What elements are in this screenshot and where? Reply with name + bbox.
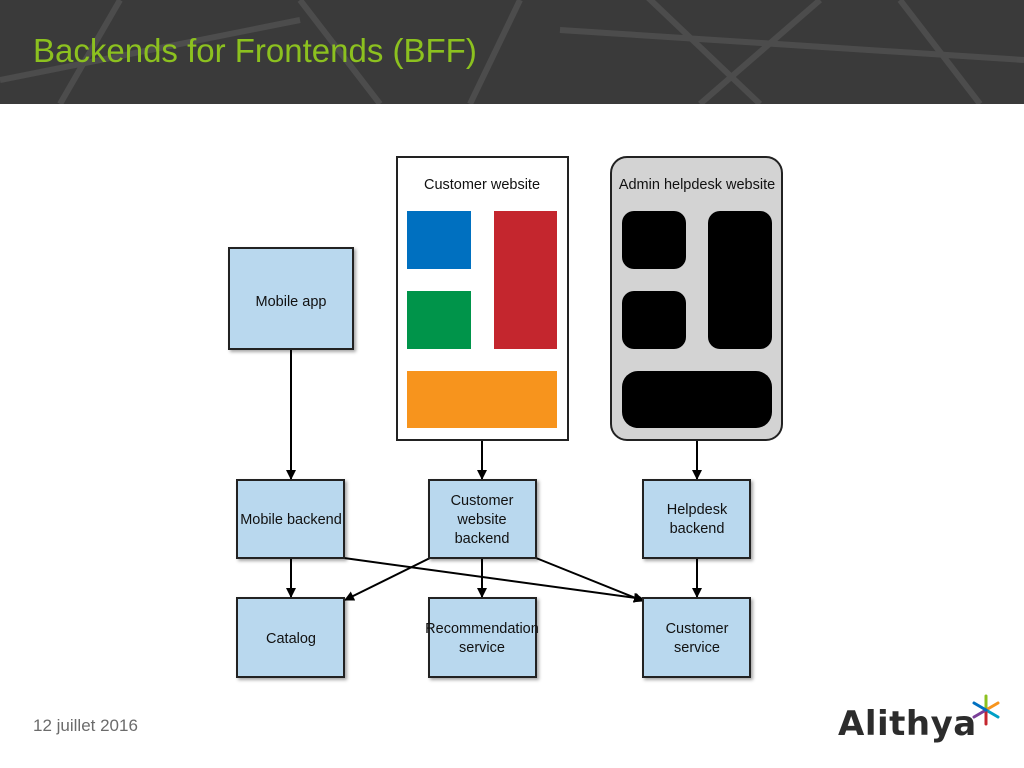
customer-website-label: Customer website bbox=[424, 177, 540, 193]
helpdesk-backend-line1: Helpdesk bbox=[667, 502, 728, 518]
arrow-mobile-backend-to-customer-service bbox=[343, 557, 644, 603]
website-orange-block bbox=[407, 371, 557, 428]
mobile-backend-box: Mobile backend bbox=[236, 479, 345, 559]
website-red-block bbox=[494, 211, 557, 349]
admin-helpdesk-website-box: Admin helpdesk website bbox=[610, 156, 783, 441]
customer-website-backend-line2: website bbox=[456, 512, 506, 528]
mobile-app-box: Mobile app bbox=[228, 247, 354, 350]
customer-website-box: Customer website bbox=[396, 156, 569, 441]
logo-star-icon bbox=[972, 694, 1000, 726]
arrow-website-backend-to-catalog bbox=[344, 557, 431, 601]
arrow-website-backend-to-customer-service bbox=[535, 557, 644, 603]
header-banner: Backends for Frontends (BFF) bbox=[0, 0, 1024, 104]
logo-text: Alithya bbox=[838, 704, 977, 744]
admin-helpdesk-website-label: Admin helpdesk website bbox=[619, 177, 775, 193]
customer-service-line1: Customer bbox=[666, 621, 729, 637]
customer-website-backend-line3: backend bbox=[455, 531, 510, 547]
helpdesk-backend-box: Helpdesk backend bbox=[642, 479, 751, 559]
admin-block-3 bbox=[622, 291, 686, 349]
catalog-box: Catalog bbox=[236, 597, 345, 678]
recommendation-service-line1: Recommendation bbox=[425, 621, 539, 637]
website-blue-block bbox=[407, 211, 471, 269]
website-green-block bbox=[407, 291, 471, 349]
alithya-logo: Alithya bbox=[838, 690, 1000, 750]
mobile-app-label: Mobile app bbox=[256, 294, 327, 310]
helpdesk-backend-line2: backend bbox=[670, 521, 725, 537]
admin-block-1 bbox=[622, 211, 686, 269]
recommendation-service-box: Recommendation service bbox=[425, 597, 539, 678]
mobile-backend-label: Mobile backend bbox=[240, 512, 342, 528]
customer-website-backend-line1: Customer bbox=[451, 493, 514, 509]
slide-date: 12 juillet 2016 bbox=[33, 716, 138, 735]
customer-website-backend-box: Customer website backend bbox=[428, 479, 537, 559]
header-background-pattern bbox=[0, 0, 1024, 104]
catalog-label: Catalog bbox=[266, 631, 316, 647]
admin-block-2 bbox=[708, 211, 772, 349]
connectors bbox=[286, 349, 702, 603]
customer-service-line2: service bbox=[674, 640, 720, 656]
admin-block-4 bbox=[622, 371, 772, 428]
recommendation-service-line2: service bbox=[459, 640, 505, 656]
customer-service-box: Customer service bbox=[642, 597, 751, 678]
slide-title: Backends for Frontends (BFF) bbox=[33, 32, 477, 69]
